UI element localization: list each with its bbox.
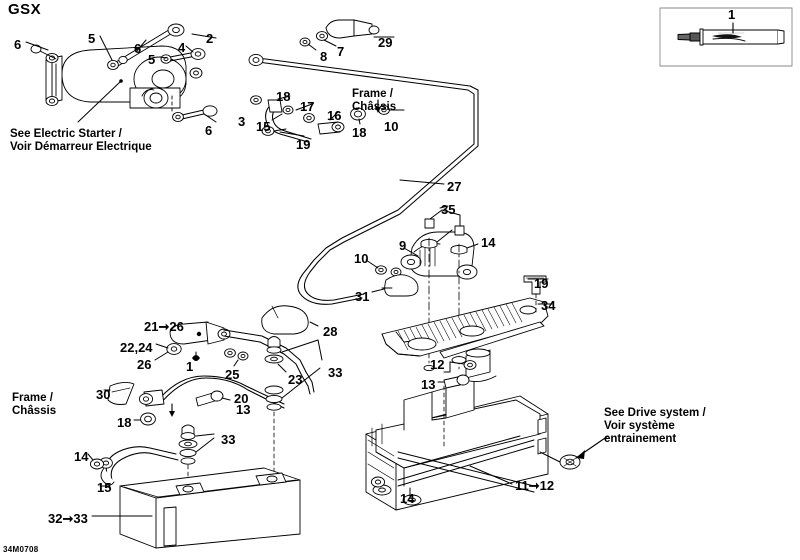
callout-16: 16 — [327, 108, 342, 123]
callout-7: 7 — [337, 44, 345, 59]
callout-19-b: 19 — [534, 276, 549, 291]
callout-32-33: 32➞33 — [48, 511, 88, 526]
caption-electric-starter: See Electric Starter / Voir Démarreur El… — [10, 128, 152, 153]
callout-19-a: 19 — [296, 137, 311, 152]
battery-terminal-stack-left — [178, 424, 215, 499]
callout-23: 23 — [288, 372, 303, 387]
callout-26: 26 — [137, 357, 152, 372]
caption-drive-system: See Drive system / Voir système entraine… — [604, 407, 706, 445]
callout-25: 25 — [225, 367, 240, 382]
caption-frame-chassis-top: Frame / Châssis — [352, 88, 397, 113]
caption-frame-chassis-left: Frame / Châssis — [12, 392, 57, 417]
callout-15-b: 15 — [97, 480, 112, 495]
callout-2: 2 — [206, 31, 214, 46]
callout-18-b: 18 — [352, 125, 367, 140]
voltage-regulator-art — [365, 205, 479, 373]
battery-art — [91, 467, 301, 549]
callout-5-a: 5 — [88, 31, 96, 46]
callout-5-b: 5 — [148, 52, 156, 67]
callout-30: 30 — [96, 387, 111, 402]
callout-17: 17 — [300, 99, 315, 114]
callout-27: 27 — [447, 179, 462, 194]
callout-20: 20 — [234, 391, 249, 406]
footer-code: 34M0708 — [3, 545, 39, 554]
callout-18-c: 18 — [117, 415, 132, 430]
callout-6-b: 6 — [134, 41, 142, 56]
callout-10-b: 10 — [354, 251, 369, 266]
callout-3: 3 — [238, 114, 246, 129]
callout-18-a: 18 — [276, 89, 291, 104]
callout-10-a: 10 — [384, 119, 399, 134]
callout-6-a: 6 — [14, 37, 22, 52]
callout-14-c: 14 — [400, 491, 415, 506]
callout-8: 8 — [320, 49, 328, 64]
callout-33-a: 33 — [328, 365, 343, 380]
battery-cable-harness-art — [87, 305, 323, 506]
callout-28: 28 — [323, 324, 338, 339]
callout-31: 31 — [355, 289, 370, 304]
page-title: GSX — [8, 1, 42, 18]
starter-cable-harness-art — [248, 19, 479, 305]
callout-29: 29 — [378, 35, 393, 50]
callout-15-a: 15 — [256, 119, 271, 134]
battery-support-plate-art — [381, 275, 553, 372]
callout-9: 9 — [399, 238, 407, 253]
electric-starter-assembly-art — [25, 23, 218, 123]
callout-21-26: 21➞26 — [144, 319, 184, 334]
callout-13-b: 13 — [421, 377, 436, 392]
callout-14-b: 14 — [74, 449, 89, 464]
callout-33-b: 33 — [221, 432, 236, 447]
callout-1: 1 — [186, 359, 194, 374]
battery-holder-tray-art — [365, 348, 609, 511]
callout-34: 34 — [541, 298, 556, 313]
callout-22-24: 22,24 — [120, 340, 153, 355]
callout-4: 4 — [178, 40, 186, 55]
callout-14-a: 14 — [481, 235, 496, 250]
callout-12-a: 12 — [430, 357, 445, 372]
callout-inset-1: 1 — [728, 7, 736, 22]
callout-13-a: 13 — [236, 402, 251, 417]
callout-11-12: 11➞12 — [515, 478, 555, 493]
callout-6-c: 6 — [205, 123, 213, 138]
callout-35: 35 — [441, 202, 456, 217]
grease-tube-inset-art — [659, 7, 793, 67]
